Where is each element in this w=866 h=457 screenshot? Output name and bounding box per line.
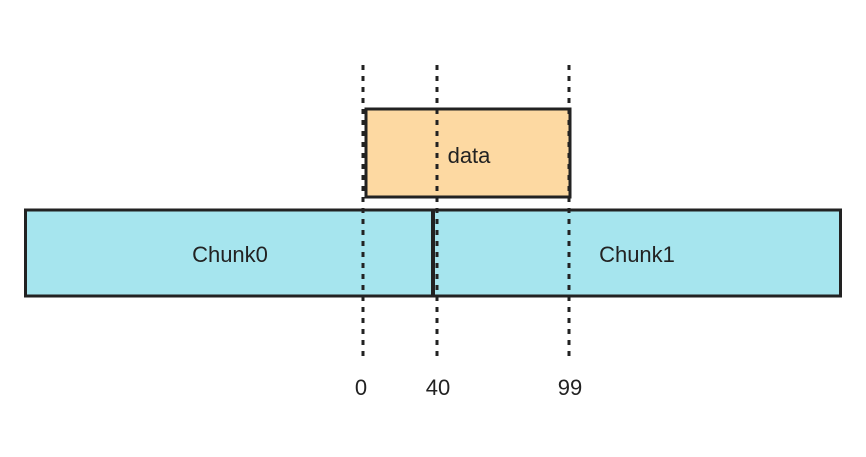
marker-label-40: 40 [426,375,450,400]
marker-label-0: 0 [355,375,367,400]
data-block [364,107,572,199]
marker-label-99: 99 [558,375,582,400]
data-block-label: data [448,143,492,168]
chunk1-label: Chunk1 [599,242,675,267]
chunk0-label: Chunk0 [192,242,268,267]
